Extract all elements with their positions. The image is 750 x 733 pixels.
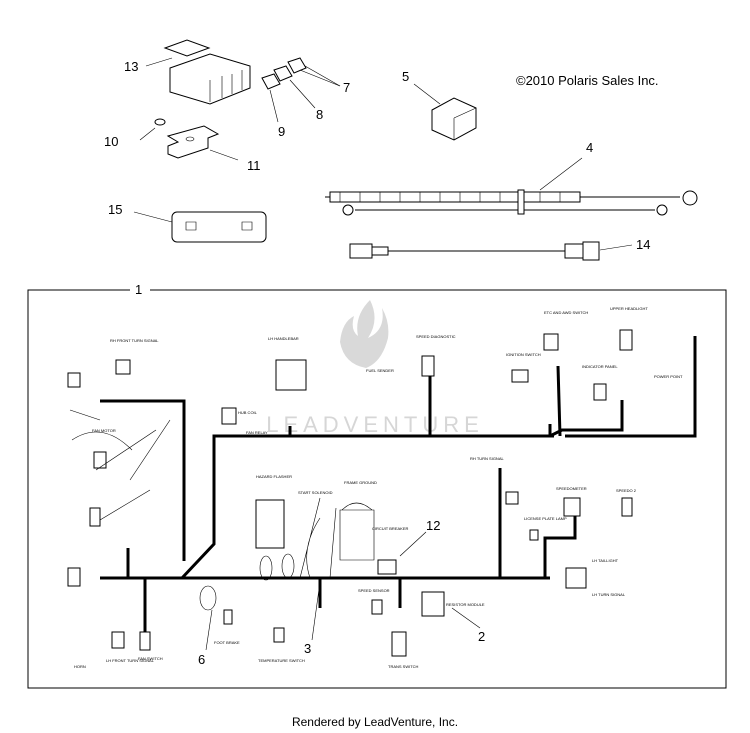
connectors [67, 329, 633, 657]
harness-bus [100, 336, 697, 638]
callout-15: 15 [108, 202, 122, 217]
svg-text:LH TAILLIGHT: LH TAILLIGHT [592, 558, 619, 563]
svg-text:RH TURN SIGNAL: RH TURN SIGNAL [470, 456, 504, 461]
watermark-text: LEADVENTURE [266, 412, 484, 437]
footer-text: Rendered by LeadVenture, Inc. [292, 715, 458, 729]
part-14-jumper [349, 241, 633, 261]
svg-text:RESISTOR MODULE: RESISTOR MODULE [446, 602, 485, 607]
svg-text:CIRCUIT BREAKER: CIRCUIT BREAKER [372, 526, 408, 531]
svg-text:LH HANDLEBAR: LH HANDLEBAR [268, 336, 299, 341]
svg-text:FAN MOTOR: FAN MOTOR [92, 428, 116, 433]
callout-6: 6 [198, 652, 205, 667]
copyright-text: ©2010 Polaris Sales Inc. [516, 73, 659, 88]
svg-text:TEMPERATURE SWITCH: TEMPERATURE SWITCH [258, 658, 305, 663]
callout-2: 2 [478, 629, 485, 644]
svg-text:IGNITION SWITCH: IGNITION SWITCH [506, 352, 541, 357]
callout-13: 13 [124, 59, 138, 74]
part-5-relay [413, 83, 477, 141]
harness-frame [27, 289, 727, 689]
svg-text:LH TURN SIGNAL: LH TURN SIGNAL [592, 592, 626, 597]
part-11-bracket [166, 125, 239, 161]
svg-text:FRAME GROUND: FRAME GROUND [344, 480, 377, 485]
svg-text:RH FRONT TURN SIGNAL: RH FRONT TURN SIGNAL [110, 338, 159, 343]
svg-text:SPEEDOMETER: SPEEDOMETER [556, 486, 587, 491]
callout-7: 7 [343, 80, 350, 95]
component-labels: RH FRONT TURN SIGNAL LH HANDLEBAR SPEED … [74, 306, 683, 669]
leadventure-watermark: LEADVENTURE [266, 300, 484, 437]
svg-text:FAN SWITCH: FAN SWITCH [138, 656, 163, 661]
callout-1: 1 [135, 282, 142, 297]
svg-text:HORN: HORN [74, 664, 86, 669]
svg-text:ETC AND AWD SWITCH: ETC AND AWD SWITCH [544, 310, 588, 315]
svg-text:POWER POINT: POWER POINT [654, 374, 683, 379]
svg-text:UPPER HEADLIGHT: UPPER HEADLIGHT [610, 306, 648, 311]
svg-text:START SOLENOID: START SOLENOID [298, 490, 333, 495]
svg-text:SPEEDO 2: SPEEDO 2 [616, 488, 637, 493]
callout-12: 12 [426, 518, 440, 533]
svg-text:TRANS SWITCH: TRANS SWITCH [388, 664, 419, 669]
svg-text:LICENSE PLATE LAMP: LICENSE PLATE LAMP [524, 516, 567, 521]
parts-7-8-9-fuses [261, 57, 341, 123]
part-4-cable [325, 157, 698, 216]
svg-text:FOOT BRAKE: FOOT BRAKE [214, 640, 240, 645]
part-13-fuse-block [145, 39, 251, 105]
part-15-cover [133, 211, 267, 243]
callout-14: 14 [636, 237, 650, 252]
callout-11: 11 [247, 158, 261, 173]
svg-text:SPEED DIAGNOSTIC: SPEED DIAGNOSTIC [416, 334, 456, 339]
part-10-bolt [139, 118, 166, 141]
svg-text:FAN RELAY: FAN RELAY [246, 430, 268, 435]
callout-10: 10 [104, 134, 118, 149]
callout-8: 8 [316, 107, 323, 122]
svg-text:HUB COIL: HUB COIL [238, 410, 258, 415]
svg-text:FUEL SENDER: FUEL SENDER [366, 368, 394, 373]
callout-3: 3 [304, 641, 311, 656]
svg-text:HAZARD FLASHER: HAZARD FLASHER [256, 474, 292, 479]
callout-4: 4 [586, 140, 593, 155]
svg-text:LH FRONT TURN SIGNAL: LH FRONT TURN SIGNAL [106, 658, 155, 663]
callout-5: 5 [402, 69, 409, 84]
svg-text:INDICATOR PANEL: INDICATOR PANEL [582, 364, 618, 369]
svg-text:SPEED SENSOR: SPEED SENSOR [358, 588, 390, 593]
callout-9: 9 [278, 124, 285, 139]
